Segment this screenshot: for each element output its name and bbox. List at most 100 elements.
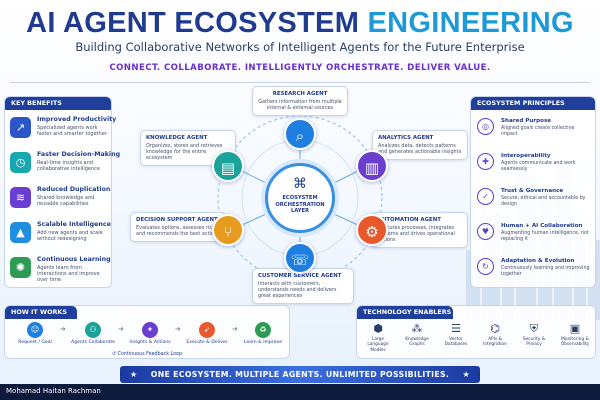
agent-desc: Gathers information from multiple intern… bbox=[258, 99, 342, 112]
orchestration-layer-core: ⌘ ECOSYSTEM ORCHESTRATION LAYER bbox=[265, 163, 335, 233]
workflow-step: ➶ Execute & Deliver bbox=[181, 322, 233, 345]
workflow-step: ✦ Insights & Actions bbox=[124, 322, 176, 345]
benefit-title: Continuous Learning bbox=[37, 256, 111, 263]
principle-item: ↻ Adaptation & Evolution Continuously le… bbox=[477, 256, 591, 290]
monitor-icon: ▣ bbox=[569, 322, 581, 335]
tech-label: Vector Databases bbox=[444, 337, 468, 348]
llm-icon: ⬢ bbox=[373, 322, 383, 335]
benefit-desc: Real-time insights and collaborative int… bbox=[37, 160, 100, 173]
benefit-title: Scalable Intelligence bbox=[37, 221, 111, 228]
step-label: Learn & Improve bbox=[243, 340, 283, 345]
benefit-item: ◷ Faster Decision-Making Real-time insig… bbox=[10, 150, 120, 184]
star-icon: ★ bbox=[462, 370, 470, 379]
tech-label: APIs & Integration bbox=[483, 337, 507, 348]
layers-icon: ≋ bbox=[10, 187, 31, 208]
tech-label: Monitoring & Observability bbox=[560, 337, 590, 348]
step-label: Insights & Actions bbox=[129, 340, 171, 345]
principle-item: ◎ Shared Purpose Aligned goals create co… bbox=[477, 116, 591, 150]
principle-title: Trust & Governance bbox=[501, 188, 564, 194]
tech-item: ☰ Vector Databases bbox=[439, 322, 473, 348]
target-icon: ◎ bbox=[477, 118, 494, 135]
header-divider bbox=[10, 82, 590, 83]
agent-desc: Analyzes data, detects patterns and gene… bbox=[378, 143, 462, 156]
lock-icon: ⛨ bbox=[529, 322, 539, 335]
benefit-title: Faster Decision-Making bbox=[37, 151, 121, 158]
lightbulb-icon: ✦ bbox=[142, 322, 158, 338]
step-label: Execute & Deliver bbox=[186, 340, 228, 345]
agent-name: DECISION SUPPORT AGENT bbox=[136, 217, 218, 223]
team-icon: ⚇ bbox=[85, 322, 101, 338]
step-label: Request / Goal bbox=[18, 340, 52, 345]
database-icon: ☰ bbox=[451, 322, 461, 335]
agent-name: CUSTOMER SERVICE AGENT bbox=[258, 273, 342, 279]
principle-title: Shared Purpose bbox=[501, 118, 552, 124]
agent-name: ANALYTICS AGENT bbox=[378, 135, 434, 141]
workflow-step: ⚇ Agents Collaborate bbox=[67, 322, 119, 345]
tech-item: ⛨ Security & Privacy bbox=[517, 322, 551, 348]
title-part-2: ENGINEERING bbox=[367, 7, 574, 39]
agent-name: AUTOMATION AGENT bbox=[378, 217, 441, 223]
graph-icon: ⁂ bbox=[411, 322, 423, 335]
agent-desc: Executes processes, integrates systems a… bbox=[378, 225, 455, 244]
principle-desc: Secure, ethical and accountable by desig… bbox=[501, 196, 586, 207]
feedback-loop-label: ↺ Continuous Feedback Loop bbox=[111, 352, 183, 357]
tech-item: ⁂ Knowledge Graphs bbox=[400, 322, 434, 348]
arrow-right-icon: ➜ bbox=[232, 325, 238, 333]
headset-icon: ☏ bbox=[284, 242, 316, 274]
arrow-right-icon: ➜ bbox=[118, 325, 124, 333]
tech-item: ⌬ APIs & Integration bbox=[478, 322, 512, 348]
shield-icon: ✓ bbox=[477, 188, 494, 205]
book-icon: ▤ bbox=[212, 150, 244, 182]
benefit-title: Improved Productivity bbox=[37, 116, 117, 123]
refresh-icon: ↻ bbox=[477, 258, 494, 275]
decision-support-agent-card: DECISION SUPPORT AGENT Evaluates options… bbox=[130, 212, 226, 243]
technology-enablers-heading: TECHNOLOGY ENABLERS bbox=[357, 306, 453, 319]
tech-item: ▣ Monitoring & Observability bbox=[556, 322, 594, 348]
tech-label: Large Language Models bbox=[367, 337, 389, 353]
principle-item: ✚ Interoperability Agents communicate an… bbox=[477, 151, 591, 185]
agent-desc: Organizes, stores and retrieves knowledg… bbox=[146, 143, 223, 162]
search-icon: ⌕ bbox=[284, 118, 316, 150]
principle-desc: Aligned goals create collective impact bbox=[501, 126, 575, 137]
benefit-item: ▲ Scalable Intelligence Add new agents a… bbox=[10, 220, 111, 254]
step-label: Agents Collaborate bbox=[71, 340, 115, 345]
principle-desc: Agents communicate and work seamlessly bbox=[501, 161, 576, 172]
handshake-icon: ♥ bbox=[477, 223, 494, 240]
research-agent-card: RESEARCH AGENT Gathers information from … bbox=[252, 86, 348, 117]
agent-name: RESEARCH AGENT bbox=[272, 91, 328, 97]
workflow-step: ☺ Request / Goal bbox=[9, 322, 61, 345]
agent-desc: Evaluates options, assesses risks and re… bbox=[136, 225, 220, 238]
star-icon: ★ bbox=[130, 370, 138, 379]
tagline: CONNECT. COLLABORATE. INTELLIGENTLY ORCH… bbox=[109, 63, 491, 73]
tech-label: Security & Privacy bbox=[522, 337, 546, 348]
chart-up-icon: ▲ bbox=[10, 222, 31, 243]
banner-text: ONE ECOSYSTEM. MULTIPLE AGENTS. UNLIMITE… bbox=[150, 370, 450, 379]
recycle-icon: ♻ bbox=[255, 322, 271, 338]
principle-title: Interoperability bbox=[501, 153, 551, 159]
principle-item: ✓ Trust & Governance Secure, ethical and… bbox=[477, 186, 591, 220]
arrow-right-icon: ➜ bbox=[175, 325, 181, 333]
automation-agent-card: AUTOMATION AGENT Executes processes, int… bbox=[372, 212, 468, 249]
ecosystem-principles-panel: ECOSYSTEM PRINCIPLES ◎ Shared Purpose Al… bbox=[470, 96, 596, 288]
how-it-works-panel: HOW IT WORKS ☺ Request / Goal ➜ ⚇ Agents… bbox=[4, 305, 290, 359]
split-arrow-icon: ⑂ bbox=[212, 214, 244, 246]
api-icon: ⌬ bbox=[490, 322, 500, 335]
gear-icon: ⚙ bbox=[356, 214, 388, 246]
ecosystem-principles-heading: ECOSYSTEM PRINCIPLES bbox=[471, 97, 595, 110]
how-it-works-heading: HOW IT WORKS bbox=[5, 306, 77, 319]
user-icon: ☺ bbox=[27, 322, 43, 338]
principle-desc: Augmenting human intelligence, not repla… bbox=[501, 231, 589, 242]
principle-title: Adaptation & Evolution bbox=[501, 258, 575, 264]
arrow-right-icon: ➜ bbox=[60, 325, 66, 333]
benefit-item: ↗ Improved Productivity Specialized agen… bbox=[10, 115, 116, 149]
core-label: ECOSYSTEM ORCHESTRATION LAYER bbox=[275, 195, 325, 215]
stopwatch-icon: ◷ bbox=[10, 152, 31, 173]
benefit-title: Reduced Duplication bbox=[37, 186, 111, 193]
author-bar: Mohamad Haitan Rachman bbox=[0, 384, 600, 400]
analytics-agent-card: ANALYTICS AGENT Analyzes data, detects p… bbox=[372, 130, 468, 161]
principle-title: Human + AI Collaboration bbox=[501, 223, 583, 229]
page-subtitle: Building Collaborative Networks of Intel… bbox=[75, 40, 525, 54]
page-title: AI AGENT ECOSYSTEM ENGINEERING bbox=[0, 6, 600, 40]
key-benefits-panel: KEY BENEFITS ↗ Improved Productivity Spe… bbox=[4, 96, 120, 288]
workflow-step: ♻ Learn & Improve bbox=[237, 322, 289, 345]
